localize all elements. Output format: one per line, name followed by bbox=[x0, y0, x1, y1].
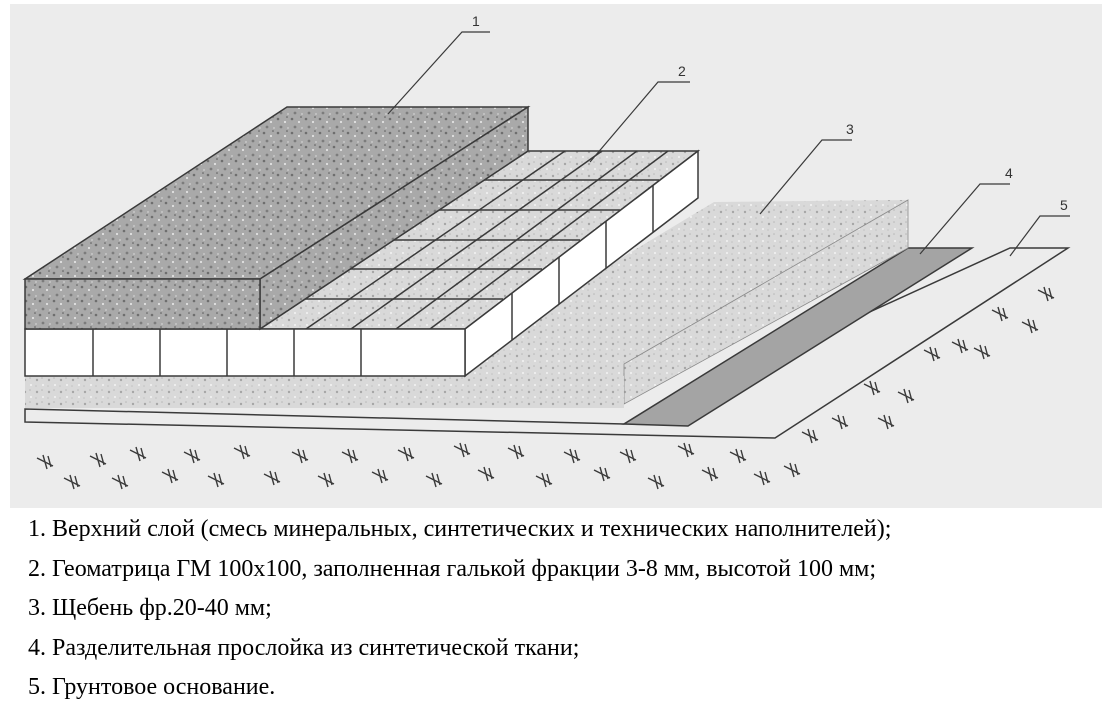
geomatrix-front-cells bbox=[92, 329, 362, 376]
soil-hatch-mark bbox=[233, 444, 251, 460]
soil-hatch-mark bbox=[453, 442, 471, 458]
legend-item-top-layer: 1. Верхний слой (смесь минеральных, синт… bbox=[28, 516, 892, 542]
soil-hatch-mark bbox=[535, 472, 553, 488]
soil-hatch-mark bbox=[783, 462, 801, 478]
soil-hatch-mark bbox=[1021, 318, 1039, 334]
soil-hatch-mark bbox=[371, 468, 389, 484]
soil-hatch-mark bbox=[951, 338, 969, 354]
soil-hatch-mark bbox=[207, 472, 225, 488]
soil-hatch-mark bbox=[1037, 286, 1055, 302]
subgrade-layer bbox=[24, 247, 1071, 439]
soil-hatch-mark bbox=[425, 472, 443, 488]
legend-item-crushed-stone: 3. Щебень фр.20-40 мм; bbox=[28, 595, 272, 621]
soil-hatch-mark bbox=[593, 466, 611, 482]
soil-hatch-mark bbox=[897, 388, 915, 404]
soil-hatch-mark bbox=[183, 448, 201, 464]
legend-item-geomatrix: 2. Геоматрица ГМ 100х100, заполненная га… bbox=[28, 555, 877, 582]
soil-hatch-mark bbox=[36, 454, 54, 470]
soil-hatch-mark bbox=[397, 446, 415, 462]
layer-legend: 1. Верхний слой (смесь минеральных, синт… bbox=[28, 510, 1098, 708]
soil-hatch-mark bbox=[753, 470, 771, 486]
callout-5: 5 bbox=[1060, 197, 1068, 213]
geomatrix-top-grid bbox=[300, 150, 669, 330]
soil-hatch-mark bbox=[729, 448, 747, 464]
soil-hatch-mark bbox=[341, 448, 359, 464]
soil-hatch-mark bbox=[877, 414, 895, 430]
soil-hatch-mark bbox=[973, 344, 991, 360]
soil-hatch-mark bbox=[317, 472, 335, 488]
geomatrix-front bbox=[24, 328, 466, 377]
soil-hatch-marks bbox=[36, 286, 1055, 490]
soil-hatch-mark bbox=[477, 466, 495, 482]
soil-hatch-mark bbox=[63, 474, 81, 490]
legend-item-geotextile: 4. Разделительная прослойка из синтетиче… bbox=[28, 634, 580, 661]
crushed-stone-front bbox=[25, 376, 624, 408]
layer-diagram-svg: 1 2 3 4 5 bbox=[22, 13, 1071, 490]
soil-hatch-mark bbox=[291, 448, 309, 464]
geomatrix-side-cells bbox=[511, 185, 654, 340]
callout-1: 1 bbox=[472, 13, 480, 29]
callout-2: 2 bbox=[678, 63, 686, 79]
soil-hatch-mark bbox=[923, 346, 941, 362]
soil-hatch-mark bbox=[161, 468, 179, 484]
soil-hatch-mark bbox=[619, 448, 637, 464]
soil-hatch-mark bbox=[563, 448, 581, 464]
callout-4: 4 bbox=[1005, 165, 1013, 181]
geotextile-layer bbox=[621, 247, 975, 427]
soil-hatch-mark bbox=[677, 442, 695, 458]
soil-hatch-mark bbox=[863, 380, 881, 396]
soil-hatch-mark bbox=[263, 470, 281, 486]
top-layer-front bbox=[24, 278, 261, 330]
soil-hatch-mark bbox=[647, 474, 665, 490]
soil-hatch-mark bbox=[831, 414, 849, 430]
callout-3: 3 bbox=[846, 121, 854, 137]
soil-hatch-mark bbox=[701, 466, 719, 482]
soil-hatch-mark bbox=[991, 306, 1009, 322]
leader-lines bbox=[387, 31, 1070, 257]
legend-item-subgrade: 5. Грунтовое основание. bbox=[28, 674, 276, 700]
soil-hatch-mark bbox=[111, 474, 129, 490]
soil-hatch-mark bbox=[801, 428, 819, 444]
layer-diagram: 1 2 3 4 5 bbox=[10, 4, 1102, 508]
soil-hatch-mark bbox=[507, 444, 525, 460]
soil-hatch-mark bbox=[89, 452, 107, 468]
soil-hatch-mark bbox=[129, 446, 147, 462]
